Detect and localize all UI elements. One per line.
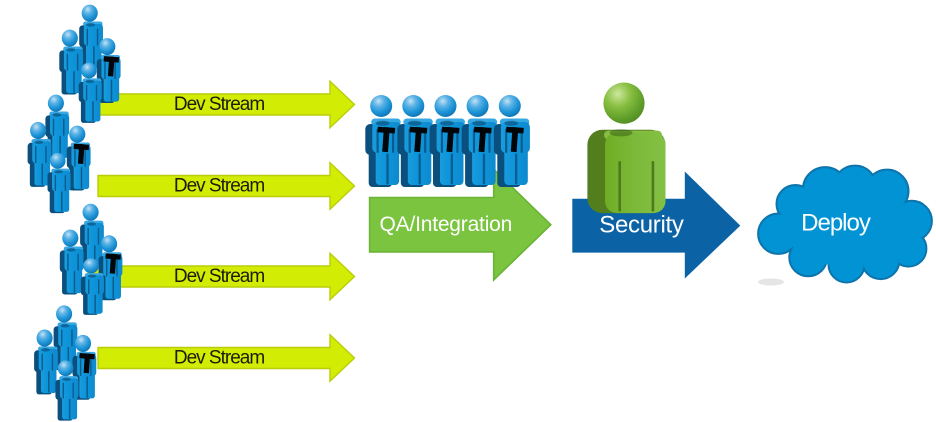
svg-text:Dev Stream: Dev Stream: [174, 347, 264, 368]
svg-text:Dev Stream: Dev Stream: [174, 175, 264, 196]
svg-text:Dev Stream: Dev Stream: [174, 94, 264, 115]
svg-text:QA/Integration: QA/Integration: [380, 213, 513, 236]
svg-text:Deploy: Deploy: [801, 210, 871, 237]
svg-text:Dev Stream: Dev Stream: [174, 266, 264, 287]
svg-text:Security: Security: [599, 212, 684, 239]
